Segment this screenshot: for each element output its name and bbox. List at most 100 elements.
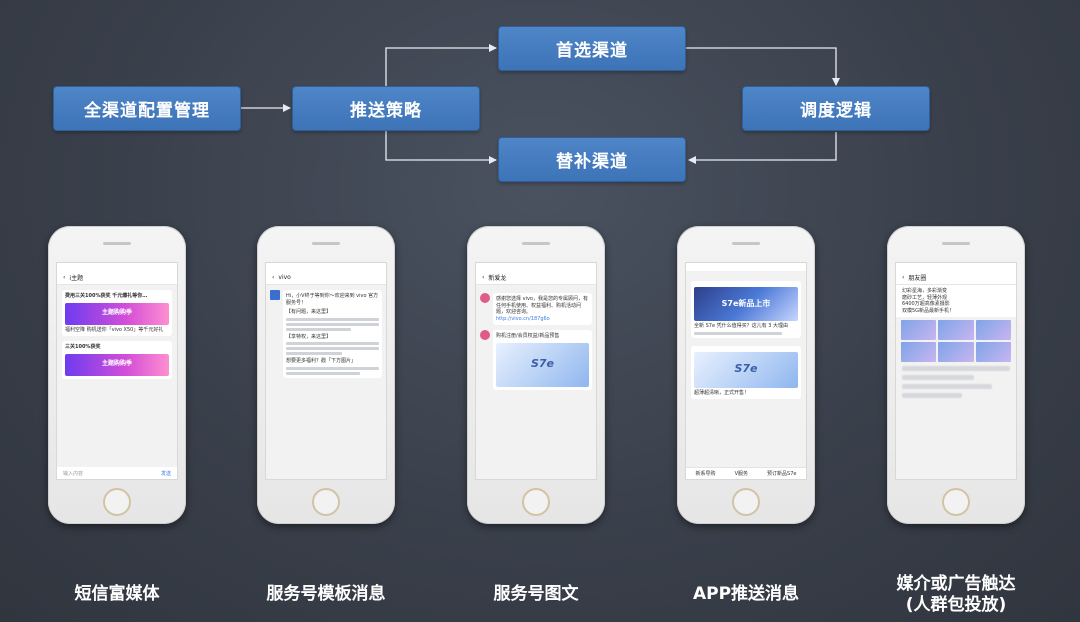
ad-line-1: 幻彩星海，多彩渐变 <box>902 288 948 294</box>
tab-service[interactable]: V服务 <box>734 471 748 477</box>
arrow-dispatch-to-backup <box>688 132 837 164</box>
article-card[interactable]: 购机注册/会员权益/新品预售 S7e <box>493 330 592 390</box>
moments-header: ‹ 朋友圈 <box>896 271 1016 285</box>
home-button <box>942 488 970 516</box>
ad-image <box>975 342 1011 362</box>
phone-speaker <box>732 242 760 245</box>
ad-image <box>975 320 1011 340</box>
welcome-text: 感谢您选择 vivo，我是您的专属顾问，有任何手机使用、权益福利、购机活动问题，… <box>496 296 588 315</box>
article-cover: S7e <box>496 342 589 387</box>
phone-screen: S7e新品上市 全新 S7e 凭什么值得买？这儿有 3 大理由 S7e 超薄超清… <box>685 262 807 480</box>
blurred-comment <box>902 366 1010 371</box>
footer-text: 想要更多福利？戳「下方图片」 <box>286 358 357 364</box>
back-icon[interactable]: ‹ <box>902 274 905 281</box>
chat-header: ‹ vivo <box>266 271 386 285</box>
chat-title: 新爱龙 <box>488 275 507 282</box>
phone-app-push: S7e新品上市 全新 S7e 凭什么值得买？这儿有 3 大理由 S7e 超薄超清… <box>677 226 815 524</box>
greeting-text: Hi，小V终于等到你～欢迎来到 vivo 官方服务号！ <box>286 293 379 306</box>
message-row: 购机注册/会员权益/新品预售 S7e <box>480 330 592 390</box>
caption-service-article: 服务号图文 <box>493 584 579 604</box>
caption-sms-rich-media: 短信富媒体 <box>74 584 160 604</box>
status-bar <box>57 263 177 271</box>
ad-image <box>938 342 974 362</box>
phone-screen: ‹ 新爱龙 感谢您选择 vivo，我是您的专属顾问，有任何手机使用、权益福利、购… <box>475 262 597 480</box>
blurred-comment <box>902 384 992 389</box>
tab-preorder[interactable]: 预订新品S7e <box>767 471 797 477</box>
caption-app-push: APP推送消息 <box>692 584 800 604</box>
sms-card-2[interactable]: 三关100%获奖 主题购购季 <box>62 341 172 379</box>
arrow-preferred-to-dispatch <box>686 47 840 86</box>
flow-connectors <box>241 44 840 164</box>
chat-title: vivo <box>278 274 291 281</box>
phone-speaker <box>103 242 131 245</box>
push-banner-2: S7e <box>694 351 798 388</box>
push-text-1: 全新 S7e 凭什么值得买？这儿有 3 大理由 <box>694 323 788 329</box>
ad-image <box>938 320 974 340</box>
blurred-comment <box>902 393 962 398</box>
avatar <box>480 293 490 303</box>
phone-service-article: ‹ 新爱龙 感谢您选择 vivo，我是您的专属顾问，有任何手机使用、权益福利、购… <box>467 226 605 524</box>
back-icon[interactable]: ‹ <box>63 274 66 281</box>
phone-speaker <box>942 242 970 245</box>
status-bar <box>266 263 386 271</box>
menu-item-1: 【有问题，来这里】 <box>286 309 332 315</box>
home-button <box>732 488 760 516</box>
node-dispatch-logic: 调度逻辑 <box>742 86 930 131</box>
menu-item-2: 【享特权，来这里】 <box>286 333 332 340</box>
promo-banner: 主题购购季 <box>65 302 169 325</box>
push-card-1[interactable]: S7e新品上市 全新 S7e 凭什么值得买？这儿有 3 大理由 <box>691 281 801 338</box>
ad-image <box>901 320 937 340</box>
phone-speaker <box>522 242 550 245</box>
phone-media-ad: ‹ 朋友圈 幻彩星海，多彩渐变 磨砂工艺，轻薄外观 6400万超高像素摄影 双模… <box>887 226 1025 524</box>
phone-speaker <box>312 242 340 245</box>
text-lines <box>286 342 379 355</box>
ad-line-3: 6400万超高像素摄影 <box>902 301 950 307</box>
status-bar <box>686 263 806 271</box>
node-preferred-channel: 首选渠道 <box>498 26 686 71</box>
status-bar <box>896 263 1016 271</box>
welcome-link[interactable]: http://vivo.cn/187g6o <box>496 315 550 322</box>
sms-card-1[interactable]: 费用三关100%获奖 千元爆礼等你… 主题购购季 福利空降 购机送你「vivo … <box>62 290 172 336</box>
phone-screen: ‹ 朋友圈 幻彩星海，多彩渐变 磨砂工艺，轻薄外观 6400万超高像素摄影 双模… <box>895 262 1017 480</box>
chat-header: ‹ i主题 <box>57 271 177 285</box>
status-bar <box>476 263 596 271</box>
message-row: Hi，小V终于等到你～欢迎来到 vivo 官方服务号！ 【有问题，来这里】 【享… <box>270 290 382 378</box>
back-icon[interactable]: ‹ <box>272 274 275 281</box>
node-config-management: 全渠道配置管理 <box>53 86 241 131</box>
push-banner-1: S7e新品上市 <box>694 287 798 321</box>
app-tab-bar: 新系导购 V服务 预订新品S7e <box>686 467 806 479</box>
home-button <box>103 488 131 516</box>
template-message[interactable]: Hi，小V终于等到你～欢迎来到 vivo 官方服务号！ 【有问题，来这里】 【享… <box>283 290 382 378</box>
moments-title: 朋友圈 <box>908 275 927 282</box>
push-card-2[interactable]: S7e 超薄超清晰，正式开售！ <box>691 345 801 399</box>
phone-service-template: ‹ vivo Hi，小V终于等到你～欢迎来到 vivo 官方服务号！ 【有问题，… <box>257 226 395 524</box>
node-push-strategy: 推送策略 <box>292 86 480 131</box>
welcome-message[interactable]: 感谢您选择 vivo，我是您的专属顾问，有任何手机使用、权益福利、购机活动问题，… <box>493 293 592 325</box>
caption-service-template: 服务号模板消息 <box>266 584 386 604</box>
sms-headline: 费用三关100%获奖 千元爆礼等你… <box>65 293 148 299</box>
message-row: 感谢您选择 vivo，我是您的专属顾问，有任何手机使用、权益福利、购机活动问题，… <box>480 293 592 325</box>
avatar <box>270 290 280 300</box>
sms-body: 福利空降 购机送你「vivo X50」等千元好礼 <box>65 326 164 333</box>
phone-screen: ‹ i主题 费用三关100%获奖 千元爆礼等你… 主题购购季 福利空降 购机送你… <box>56 262 178 480</box>
ad-line-4: 双模5G新品最新手机！ <box>902 307 955 314</box>
caption-media-ad: 媒介或广告触达 (人群包投放) <box>896 574 1016 615</box>
blurred-comment <box>902 375 974 380</box>
article-title: 购机注册/会员权益/新品预售 <box>496 333 560 339</box>
phone-screen: ‹ vivo Hi，小V终于等到你～欢迎来到 vivo 官方服务号！ 【有问题，… <box>265 262 387 480</box>
tab-guide[interactable]: 新系导购 <box>695 471 716 477</box>
phone-sms-rich-media: ‹ i主题 费用三关100%获奖 千元爆礼等你… 主题购购季 福利空降 购机送你… <box>48 226 186 524</box>
sms-input[interactable]: 输入内容 <box>63 471 84 477</box>
promo-banner-2: 主题购购季 <box>65 353 169 376</box>
text-lines <box>694 331 798 335</box>
chat-title: i主题 <box>69 275 84 282</box>
back-icon[interactable]: ‹ <box>482 274 485 281</box>
sms-input-bar[interactable]: 输入内容 发送 <box>57 467 177 479</box>
chat-header: ‹ 新爱龙 <box>476 271 596 285</box>
home-button <box>312 488 340 516</box>
text-lines <box>286 317 379 331</box>
ad-post-text: 幻彩星海，多彩渐变 磨砂工艺，轻薄外观 6400万超高像素摄影 双模5G新品最新… <box>896 285 1016 317</box>
send-button[interactable]: 发送 <box>160 471 171 477</box>
arrow-strategy-to-backup <box>385 131 497 164</box>
ad-image-grid[interactable] <box>901 320 1011 362</box>
